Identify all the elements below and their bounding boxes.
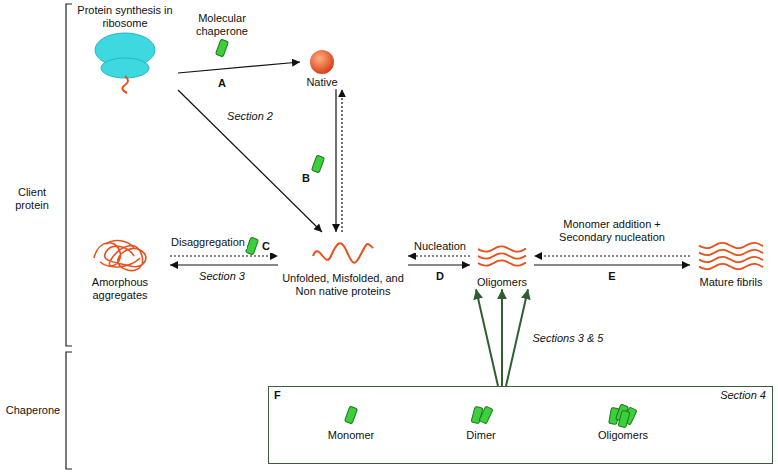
mature-fibril-icon bbox=[690, 236, 772, 276]
step-letter: D bbox=[434, 270, 446, 283]
reaction-arrow bbox=[509, 408, 591, 409]
edge-label: Section 2 bbox=[225, 110, 275, 123]
chaperone-arrow bbox=[476, 289, 498, 386]
bracket bbox=[66, 4, 72, 469]
reaction-arrow bbox=[383, 417, 453, 418]
reaction-arrow bbox=[170, 264, 278, 265]
node-label: Monomer bbox=[319, 429, 383, 442]
unfolded-protein-icon bbox=[278, 232, 408, 272]
node-label: Amorphous aggregates bbox=[70, 276, 170, 302]
edge-label: Nucleation bbox=[412, 240, 468, 253]
reaction-arrow bbox=[383, 408, 453, 409]
oligomer: Oligomers bbox=[470, 236, 534, 289]
chaperone-dimer-icon bbox=[453, 401, 509, 429]
client-bracket bbox=[66, 4, 72, 346]
edge-label: Monomer addition + Secondary nucleation bbox=[548, 218, 677, 244]
node-label: Dimer bbox=[453, 429, 509, 442]
reaction-arrow bbox=[335, 89, 336, 232]
section-label: Section 4 bbox=[720, 389, 766, 402]
chaperone-label: Molecular chaperone bbox=[185, 12, 259, 38]
edge-label: Sections 3 & 5 bbox=[531, 332, 606, 345]
node-label: Protein synthesis in ribosome bbox=[72, 4, 178, 30]
amorphous-aggregate-icon bbox=[70, 232, 170, 276]
reaction-arrow bbox=[178, 62, 300, 73]
chaperone-monomer: Monomer bbox=[319, 401, 383, 442]
unfolded-protein: Unfolded, Misfolded, and Non native prot… bbox=[278, 232, 408, 298]
reaction-arrow bbox=[509, 417, 591, 418]
group-label: Chaperone bbox=[4, 404, 62, 417]
node-label: Unfolded, Misfolded, and Non native prot… bbox=[278, 272, 408, 298]
step-letter: A bbox=[216, 77, 228, 90]
chaperone-oligomer-icon bbox=[591, 401, 655, 429]
chaperone-icon bbox=[216, 39, 325, 255]
chaperone-oligomer: Oligomers bbox=[591, 401, 655, 442]
node-label: Oligomers bbox=[470, 276, 534, 289]
reverse-arrow bbox=[534, 255, 690, 256]
reverse-arrow bbox=[170, 255, 278, 256]
panel-letter: F bbox=[274, 389, 281, 402]
chaperone-icon bbox=[216, 39, 229, 57]
chaperone-bracket bbox=[66, 352, 72, 469]
native-protein-icon bbox=[300, 48, 344, 76]
reaction-arrow bbox=[178, 90, 322, 232]
chaperone-arrow bbox=[506, 289, 528, 386]
ribosome-icon bbox=[72, 30, 178, 94]
step-letter: B bbox=[300, 172, 312, 185]
chaperone-dimer: Dimer bbox=[453, 401, 509, 442]
chaperone-panel: F Section 4 Monomer Dimer Oligomers bbox=[268, 386, 773, 464]
oligomer-icon bbox=[470, 236, 534, 276]
reaction-arrow bbox=[534, 264, 690, 265]
chaperone-icon bbox=[246, 237, 259, 255]
step-letter: C bbox=[260, 240, 272, 253]
amorphous-aggregate: Amorphous aggregates bbox=[70, 232, 170, 302]
chaperone-icon bbox=[312, 155, 325, 173]
chaperone-monomer-icon bbox=[319, 401, 383, 429]
node-label: Mature fibrils bbox=[690, 276, 772, 289]
step-letter: E bbox=[606, 270, 617, 283]
edge-label: Section 3 bbox=[197, 270, 247, 283]
mature-fibril: Mature fibrils bbox=[690, 236, 772, 289]
native-protein: Native bbox=[300, 48, 344, 89]
chaperone-arrow bbox=[501, 289, 503, 386]
node-label: Oligomers bbox=[591, 429, 655, 442]
edge-label: Disaggregation bbox=[169, 236, 247, 249]
reverse-arrow bbox=[408, 255, 470, 256]
node-label: Native bbox=[300, 76, 344, 89]
reverse-arrow bbox=[341, 89, 342, 232]
reaction-arrow bbox=[408, 264, 470, 265]
ribosome: Protein synthesis in ribosome bbox=[72, 4, 178, 94]
group-label: Client protein bbox=[3, 186, 61, 212]
